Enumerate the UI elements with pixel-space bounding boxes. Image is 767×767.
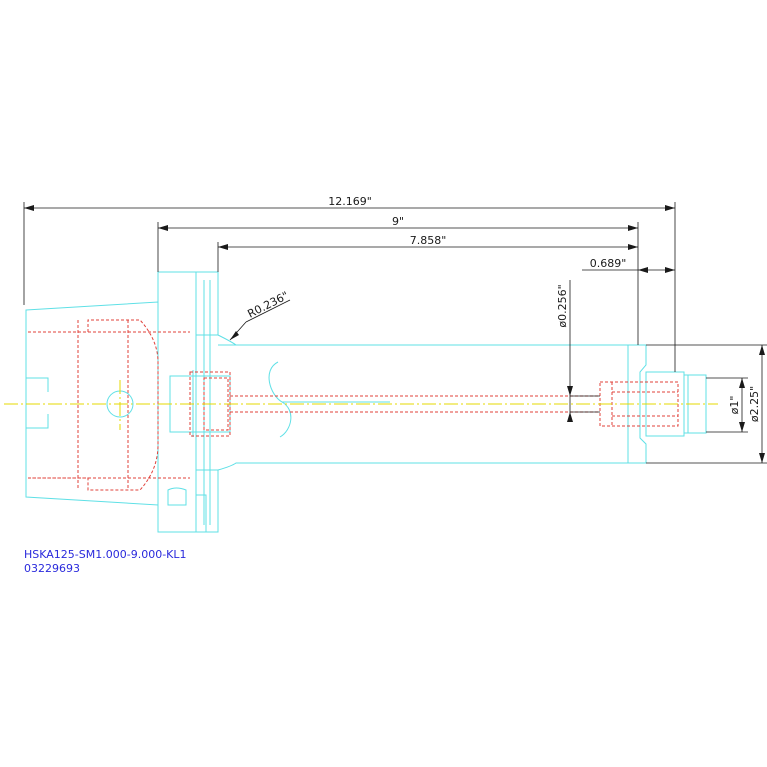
dim-body-arrow-right — [628, 244, 638, 250]
dim-shank-arrow-top — [739, 378, 745, 388]
flange-drive-slot — [167, 487, 187, 506]
dim-gauge-label: 9" — [392, 215, 404, 228]
dim-overall-arrow-left — [24, 205, 34, 211]
dim-bore-label: ø0.256" — [556, 284, 569, 327]
flange-groove-top — [196, 271, 219, 336]
part-name: HSKA125-SM1.000-9.000-KL1 — [24, 548, 187, 561]
part-number: 03229693 — [24, 562, 80, 575]
hsk-bore — [28, 319, 159, 491]
dim-body-dia-arrow-top — [759, 345, 765, 355]
dim-shank-arrow-bottom — [739, 422, 745, 432]
dim-gauge-arrow-right — [628, 225, 638, 231]
dim-nose-arrow-right — [665, 267, 675, 273]
dim-shank-label: ø1" — [728, 396, 741, 415]
dim-body-dia-label: ø2.25" — [748, 386, 761, 422]
dim-bore-arrow-bottom — [567, 412, 573, 422]
dim-body-label: 7.858" — [410, 234, 447, 247]
dim-bore-arrow-top — [567, 386, 573, 396]
dim-body-dia-arrow-bottom — [759, 453, 765, 463]
dim-nose-label: 0.689" — [590, 257, 627, 270]
dim-overall-label: 12.169" — [328, 195, 372, 208]
flange-groove-bottom — [196, 469, 219, 533]
dim-gauge-arrow-left — [158, 225, 168, 231]
coolant-spring — [268, 361, 390, 438]
part-identification: HSKA125-SM1.000-9.000-KL1 03229693 — [24, 548, 187, 575]
dim-radius-arrow — [230, 331, 239, 340]
nose-flange — [627, 344, 647, 464]
hsk-slot-top — [26, 377, 49, 429]
dim-radius-leader-tail — [245, 299, 291, 323]
dim-body-arrow-left — [218, 244, 228, 250]
dimension-lines — [23, 202, 767, 464]
flange-notch-bottom — [196, 494, 207, 532]
dim-radius-label: R0.236" — [245, 289, 290, 321]
center-lines — [4, 380, 718, 430]
dim-overall-arrow-right — [665, 205, 675, 211]
extension-body — [217, 334, 629, 471]
end-shank — [683, 374, 707, 434]
dim-nose-arrow-left — [638, 267, 648, 273]
